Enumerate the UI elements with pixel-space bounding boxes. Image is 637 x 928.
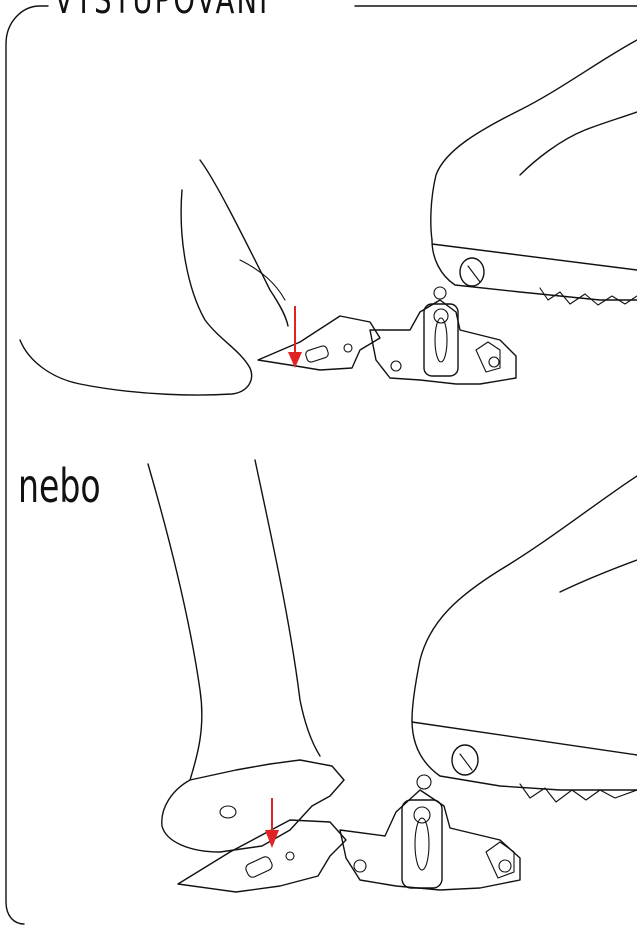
leg-2-front: [148, 464, 202, 780]
leg-2-back: [255, 460, 320, 756]
shoe-sole-edge-2: [412, 722, 637, 755]
hand-1-thumb: [240, 260, 285, 300]
cleat-bolt-1-slot: [468, 266, 480, 282]
shoe-sole-1: [432, 240, 637, 300]
shoe-upper-1b: [520, 112, 637, 175]
shoe-sole-2: [412, 720, 637, 790]
hand-1-fingers: [200, 160, 288, 326]
hand-1: [20, 190, 252, 395]
step-1-illustration: [20, 40, 637, 395]
step-2-illustration: [148, 460, 637, 892]
shoe-upper-1: [431, 40, 637, 240]
shoe-sole-edge-1: [432, 244, 637, 270]
shoe-tread-1: [540, 288, 637, 305]
shoe-upper-2: [412, 476, 637, 720]
section-title: VYSTUPOVÁNÍ: [50, 0, 274, 22]
shoe-upper-2b: [560, 560, 637, 592]
pedal-2: [178, 775, 520, 892]
shoe-tread-2: [520, 784, 637, 802]
pedal-1: [258, 287, 516, 384]
lifted-shoe-2-cleat: [220, 806, 236, 818]
lifted-shoe-2: [162, 760, 344, 852]
alternative-label: nebo: [18, 458, 101, 514]
cleat-bolt-2-slot: [460, 754, 472, 770]
release-arrow-2-head: [265, 830, 279, 848]
